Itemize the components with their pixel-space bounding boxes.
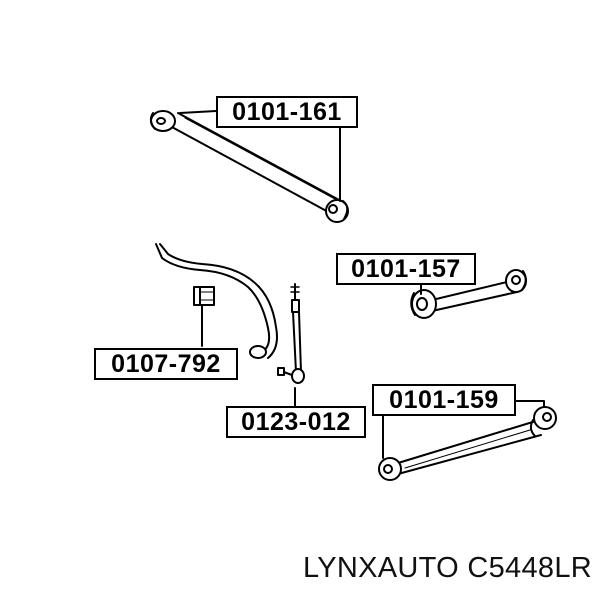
upper-link-drawing <box>410 269 527 319</box>
leader-lines <box>179 110 545 459</box>
product-caption: LYNXAUTO C5448LR <box>302 552 592 584</box>
part-label-upper-link: 0101-157 <box>336 253 476 285</box>
part-label-stabilizer-link: 0123-012 <box>226 406 366 438</box>
part-label-upper-arm: 0101-161 <box>216 96 358 128</box>
lower-arm-drawing <box>378 406 557 481</box>
stabilizer-bar-drawing <box>155 243 278 359</box>
stabilizer-link-drawing <box>277 283 305 384</box>
part-label-stabilizer-bushing: 0107-792 <box>94 348 238 380</box>
upper-control-arm-drawing <box>149 110 349 223</box>
part-label-lower-arm: 0101-159 <box>372 384 516 416</box>
